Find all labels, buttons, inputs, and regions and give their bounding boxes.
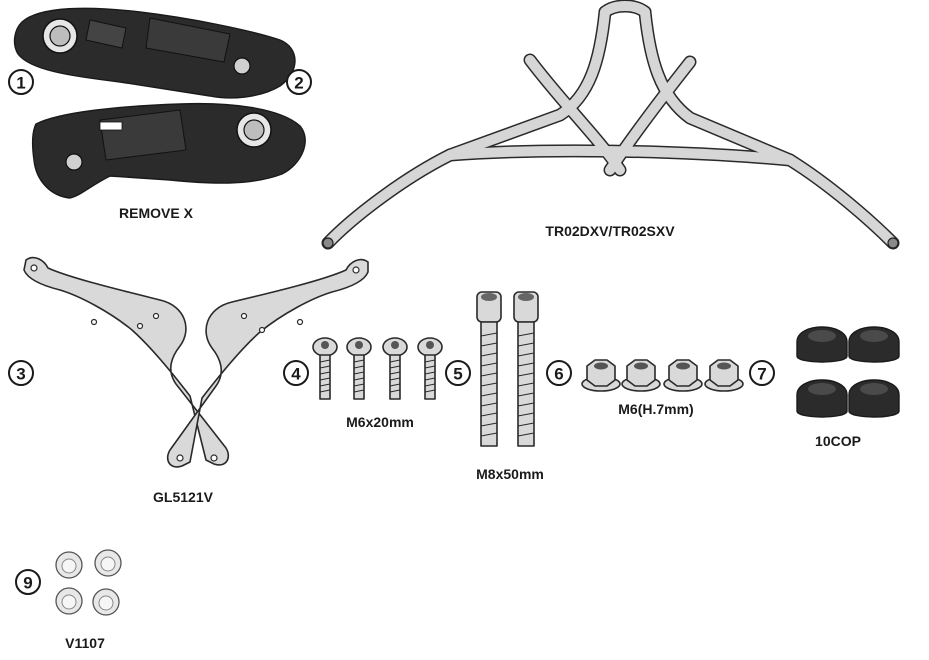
- long-screws-group: [476, 291, 539, 447]
- callout-3-number: 3: [16, 365, 25, 384]
- left-grab-handle-icon: [31, 102, 306, 199]
- spacer-icon: [55, 551, 83, 579]
- callout-5: 5: [445, 360, 471, 386]
- screws-short-label: M6x20mm: [346, 414, 414, 430]
- short-screw-icon: [312, 337, 338, 400]
- spacer-icon: [92, 588, 120, 616]
- remove-label: REMOVE X: [119, 205, 194, 221]
- callout-2-number: 2: [294, 74, 303, 93]
- flange-nut-icon: [621, 359, 661, 392]
- cap-nut-icon: [848, 379, 900, 418]
- rack-frame-icon: [321, 0, 900, 250]
- callout-4-number: 4: [291, 365, 301, 384]
- callout-7: 7: [749, 360, 775, 386]
- cap-nut-icon: [796, 326, 848, 363]
- flange-nuts-group: [581, 359, 744, 392]
- callout-7-number: 7: [757, 365, 766, 384]
- long-screw-icon: [513, 291, 539, 447]
- spacer-icon: [55, 587, 83, 615]
- callout-9: 9: [15, 569, 41, 595]
- flange-nut-icon: [663, 359, 703, 392]
- cap-nut-icon: [796, 379, 848, 418]
- spacers-group: [55, 549, 122, 616]
- short-screw-icon: [417, 337, 443, 400]
- short-screw-icon: [346, 337, 372, 400]
- caps-label: 10COP: [815, 433, 861, 449]
- callout-1-number: 1: [16, 74, 25, 93]
- callout-1: 1: [8, 69, 34, 95]
- spacers-label: V1107: [65, 635, 105, 651]
- plates-label: GL5121V: [153, 489, 214, 505]
- spacer-icon: [94, 549, 122, 577]
- right-grab-handle-icon: [13, 7, 296, 99]
- flange-nut-icon: [704, 359, 744, 392]
- callout-6-number: 6: [554, 365, 563, 384]
- callout-2: 2: [286, 69, 312, 95]
- long-screw-icon: [476, 291, 502, 447]
- cap-nut-icon: [848, 326, 900, 363]
- short-screws-group: [312, 337, 443, 400]
- callout-6: 6: [546, 360, 572, 386]
- short-screw-icon: [382, 337, 408, 400]
- flange-nut-icon: [581, 359, 621, 392]
- cap-nuts-group: [796, 326, 900, 418]
- nuts-label: M6(H.7mm): [618, 401, 693, 417]
- screws-long-label: M8x50mm: [476, 466, 544, 482]
- callout-4: 4: [283, 360, 309, 386]
- callout-9-number: 9: [23, 574, 32, 593]
- rack-label: TR02DXV/TR02SXV: [545, 223, 675, 239]
- callout-3: 3: [8, 360, 34, 386]
- mounting-plates-icon: [23, 256, 369, 468]
- callout-5-number: 5: [453, 365, 462, 384]
